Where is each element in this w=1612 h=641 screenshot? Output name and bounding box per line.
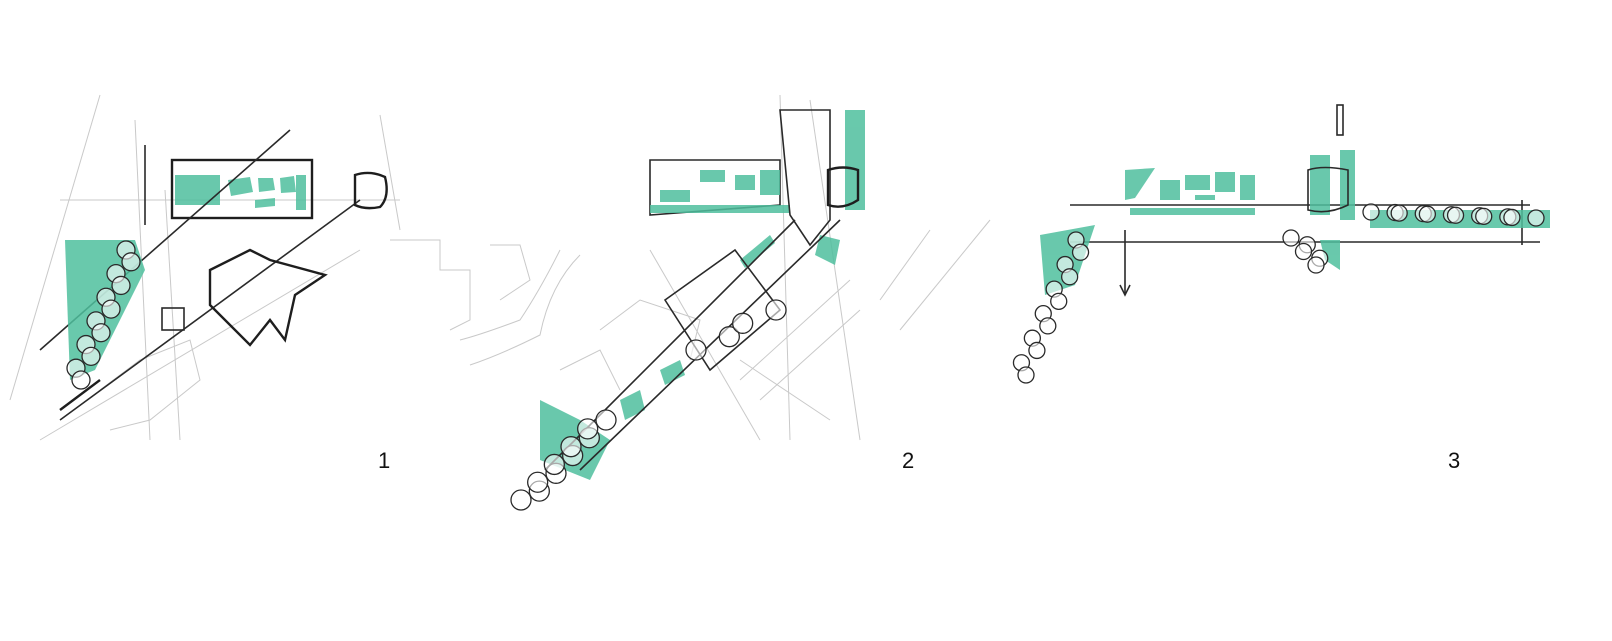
tree-symbol [1390,204,1408,222]
sketch-label-3: 3 [1448,448,1461,473]
tree-symbol [577,418,599,440]
tree-symbol [101,299,121,319]
tree-symbol [543,453,565,476]
tree-symbol [685,339,707,361]
sketch-label-1: 1 [378,448,391,473]
tree-symbol [1418,205,1437,223]
tree-symbol [1028,341,1046,360]
tree-symbol [1446,206,1465,224]
tree-symbol [1039,317,1057,335]
tree-symbol [71,370,91,390]
sketch-2 [510,94,991,511]
tree-symbol [1527,209,1545,227]
tree-symbol [1503,208,1521,227]
tree-symbol [1017,366,1035,384]
tree-symbol [718,326,740,348]
tree-symbol [1475,207,1493,226]
tree-symbol [1362,203,1380,221]
tree-symbol [510,489,532,511]
sketch-label-2: 2 [902,448,915,473]
tree-symbol [91,323,111,343]
sketch-3 [1012,104,1550,384]
tree-symbol [121,252,141,272]
tree-symbol [81,346,101,367]
tree-symbol [560,436,582,458]
tree-symbol [1282,229,1300,247]
tree-symbol [111,275,131,296]
tree-symbol [1071,243,1090,261]
tree-symbol [1307,256,1325,274]
tree-symbol [1294,242,1313,261]
tree-symbol [527,471,549,493]
sketch-1 [9,94,581,441]
tree-symbol [732,312,754,334]
tree-symbol [1060,268,1079,286]
tree-symbol [765,299,787,321]
tree-symbol [1050,292,1068,311]
tree-symbol [595,409,617,431]
